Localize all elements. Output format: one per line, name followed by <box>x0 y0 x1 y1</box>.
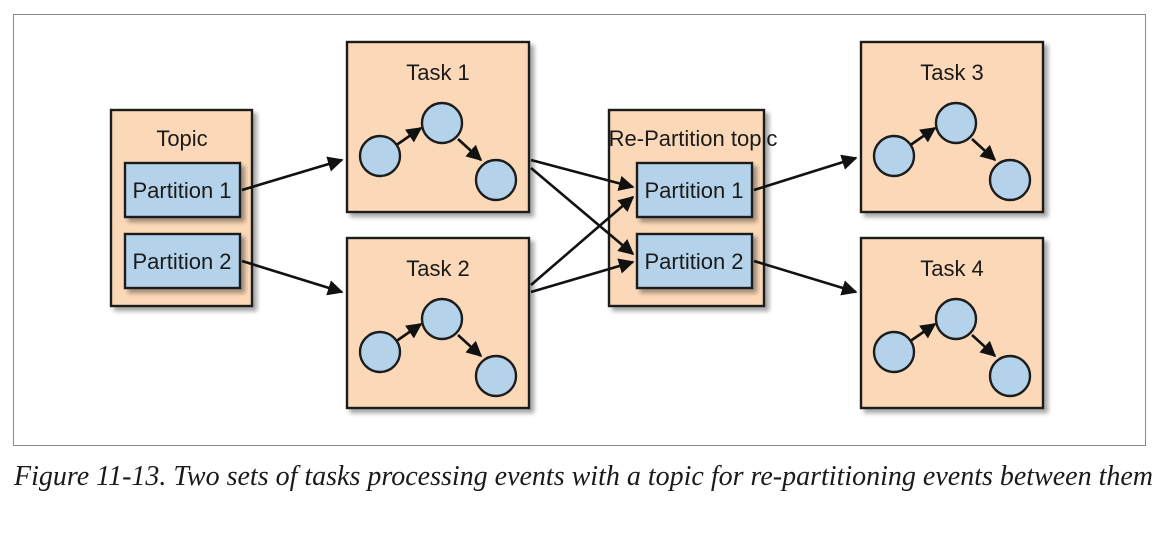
task-4-node-3 <box>988 354 1032 398</box>
task-1-node-3 <box>474 158 518 202</box>
arrow-repartition-p1-to-task-3 <box>753 154 858 192</box>
arrow-task-1-to-repartition-p1 <box>530 158 635 191</box>
task-2-node-2 <box>420 297 464 341</box>
task-2-box: Task 2 <box>345 236 531 410</box>
topic-title: Topic <box>156 126 207 151</box>
task-1-node-2 <box>420 101 464 145</box>
topic-partition-1: Partition 1 <box>123 161 242 219</box>
task-2-node-3 <box>474 354 518 398</box>
repartition-topic-box: Re-Partition topic Partition 1 Partition… <box>607 108 778 308</box>
task-1-node-1 <box>358 134 402 178</box>
task-1-edge-a <box>394 126 423 148</box>
repartition-partition-2: Partition 2 <box>635 232 754 290</box>
task-1-title: Task 1 <box>406 60 470 85</box>
task-2-edge-b <box>457 334 483 358</box>
repartition-topic-title: Re-Partition topic <box>609 126 778 151</box>
repartition-partition-1: Partition 1 <box>635 161 754 219</box>
arrow-task-2-to-repartition-p2 <box>530 258 635 294</box>
task-3-title: Task 3 <box>920 60 984 85</box>
topic-partition-2-label: Partition 2 <box>132 249 231 274</box>
task-3-edge-a <box>908 126 937 148</box>
task-3-node-2 <box>934 101 978 145</box>
arrow-topic-p1-to-task-1 <box>241 156 344 192</box>
task-2-edge-a <box>394 322 423 344</box>
task-4-title: Task 4 <box>920 256 984 281</box>
arrow-task-1-to-repartition-p2 <box>530 167 635 256</box>
task-1-box: Task 1 <box>345 40 531 214</box>
task-2-node-1 <box>358 330 402 374</box>
task-3-node-3 <box>988 158 1032 202</box>
topic-partition-1-label: Partition 1 <box>132 178 231 203</box>
topic-partition-2: Partition 2 <box>123 232 242 290</box>
task-3-node-1 <box>872 134 916 178</box>
task-4-box: Task 4 <box>859 236 1045 410</box>
task-4-edge-b <box>971 334 997 358</box>
repartition-partition-2-label: Partition 2 <box>644 249 743 274</box>
arrow-task-2-to-repartition-p1 <box>530 195 635 286</box>
task-4-node-1 <box>872 330 916 374</box>
task-3-box: Task 3 <box>859 40 1045 214</box>
figure-caption: Figure 11-13. Two sets of tasks processi… <box>14 461 1154 492</box>
task-4-node-2 <box>934 297 978 341</box>
task-4-edge-a <box>908 322 937 344</box>
repartition-partition-1-label: Partition 1 <box>644 178 743 203</box>
arrow-topic-p2-to-task-2 <box>241 259 344 296</box>
task-1-edge-b <box>457 138 483 162</box>
topic-box: Topic Partition 1 Partition 2 <box>109 108 254 308</box>
task-2-title: Task 2 <box>406 256 470 281</box>
task-3-edge-b <box>971 138 997 162</box>
arrow-repartition-p2-to-task-4 <box>753 259 858 296</box>
